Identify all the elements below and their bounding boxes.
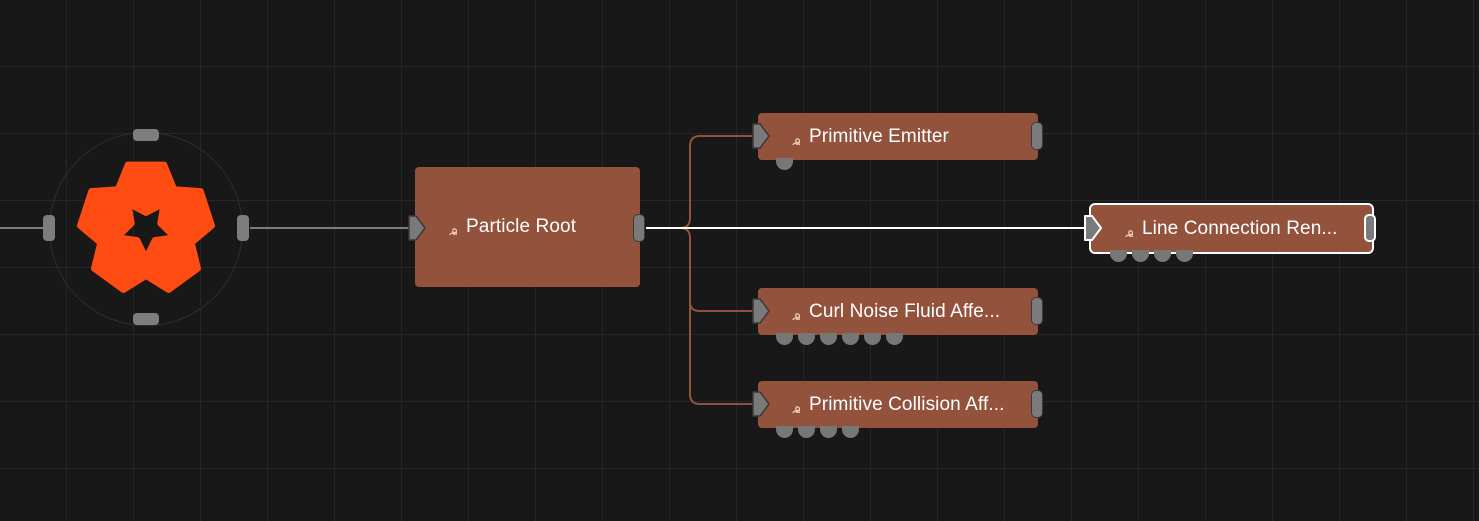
- curl-noise-fluid-affector-input-port[interactable]: [750, 297, 772, 325]
- root-bottom-port[interactable]: [133, 313, 159, 325]
- sub-port[interactable]: [776, 333, 793, 345]
- line-connection-renderer-sub-ports: [1110, 250, 1193, 262]
- sub-port[interactable]: [1132, 250, 1149, 262]
- node-particle-root[interactable]: Particle Root: [415, 167, 640, 287]
- particle-root-output-port[interactable]: [633, 214, 645, 242]
- wire-to-primitive-collision-affector[interactable]: [689, 302, 756, 405]
- sub-port[interactable]: [798, 426, 815, 438]
- line-connection-renderer-input-port[interactable]: [1082, 214, 1104, 242]
- node-label: Line Connection Ren...: [1142, 217, 1338, 239]
- sub-port[interactable]: [820, 333, 837, 345]
- node-primitive-collision-affector[interactable]: Primitive Collision Aff...: [758, 381, 1038, 428]
- primitive-emitter-sub-ports: [776, 158, 793, 170]
- primitive-collision-affector-input-port[interactable]: [750, 390, 772, 418]
- primitive-collision-affector-output-port[interactable]: [1031, 390, 1043, 418]
- root-input-port[interactable]: [43, 215, 55, 241]
- network-logo-icon[interactable]: [76, 158, 216, 298]
- sub-port[interactable]: [1154, 250, 1171, 262]
- wire-to-curl-noise-fluid-affector[interactable]: [646, 227, 756, 312]
- atom-icon: [784, 129, 800, 145]
- node-primitive-emitter[interactable]: Primitive Emitter: [758, 113, 1038, 160]
- atom-icon: [784, 397, 800, 413]
- sub-port[interactable]: [1176, 250, 1193, 262]
- curl-noise-fluid-affector-output-port[interactable]: [1031, 297, 1043, 325]
- sub-port[interactable]: [886, 333, 903, 345]
- particle-root-input-port[interactable]: [406, 214, 428, 242]
- atom-icon: [1117, 221, 1133, 237]
- atom-icon: [784, 304, 800, 320]
- sub-port[interactable]: [842, 333, 859, 345]
- sub-port[interactable]: [842, 426, 859, 438]
- sub-port[interactable]: [798, 333, 815, 345]
- node-line-connection-renderer[interactable]: Line Connection Ren...: [1089, 203, 1374, 254]
- sub-port[interactable]: [776, 426, 793, 438]
- sub-port[interactable]: [1110, 250, 1127, 262]
- root-top-port[interactable]: [133, 129, 159, 141]
- node-label: Curl Noise Fluid Affe...: [809, 300, 1001, 322]
- node-label: Primitive Emitter: [809, 125, 949, 147]
- node-label: Particle Root: [466, 216, 577, 237]
- primitive-emitter-input-port[interactable]: [750, 122, 772, 150]
- node-label: Primitive Collision Aff...: [809, 393, 1005, 415]
- sub-port[interactable]: [820, 426, 837, 438]
- node-curl-noise-fluid-affector[interactable]: Curl Noise Fluid Affe...: [758, 288, 1038, 335]
- primitive-emitter-output-port[interactable]: [1031, 122, 1043, 150]
- curl-noise-fluid-affector-sub-ports: [776, 333, 903, 345]
- primitive-collision-affector-sub-ports: [776, 426, 859, 438]
- wire-to-primitive-emitter[interactable]: [646, 135, 756, 229]
- sub-port[interactable]: [864, 333, 881, 345]
- sub-port[interactable]: [776, 158, 793, 170]
- root-output-port[interactable]: [237, 215, 249, 241]
- line-connection-renderer-output-port[interactable]: [1364, 214, 1376, 242]
- atom-icon: [441, 219, 457, 235]
